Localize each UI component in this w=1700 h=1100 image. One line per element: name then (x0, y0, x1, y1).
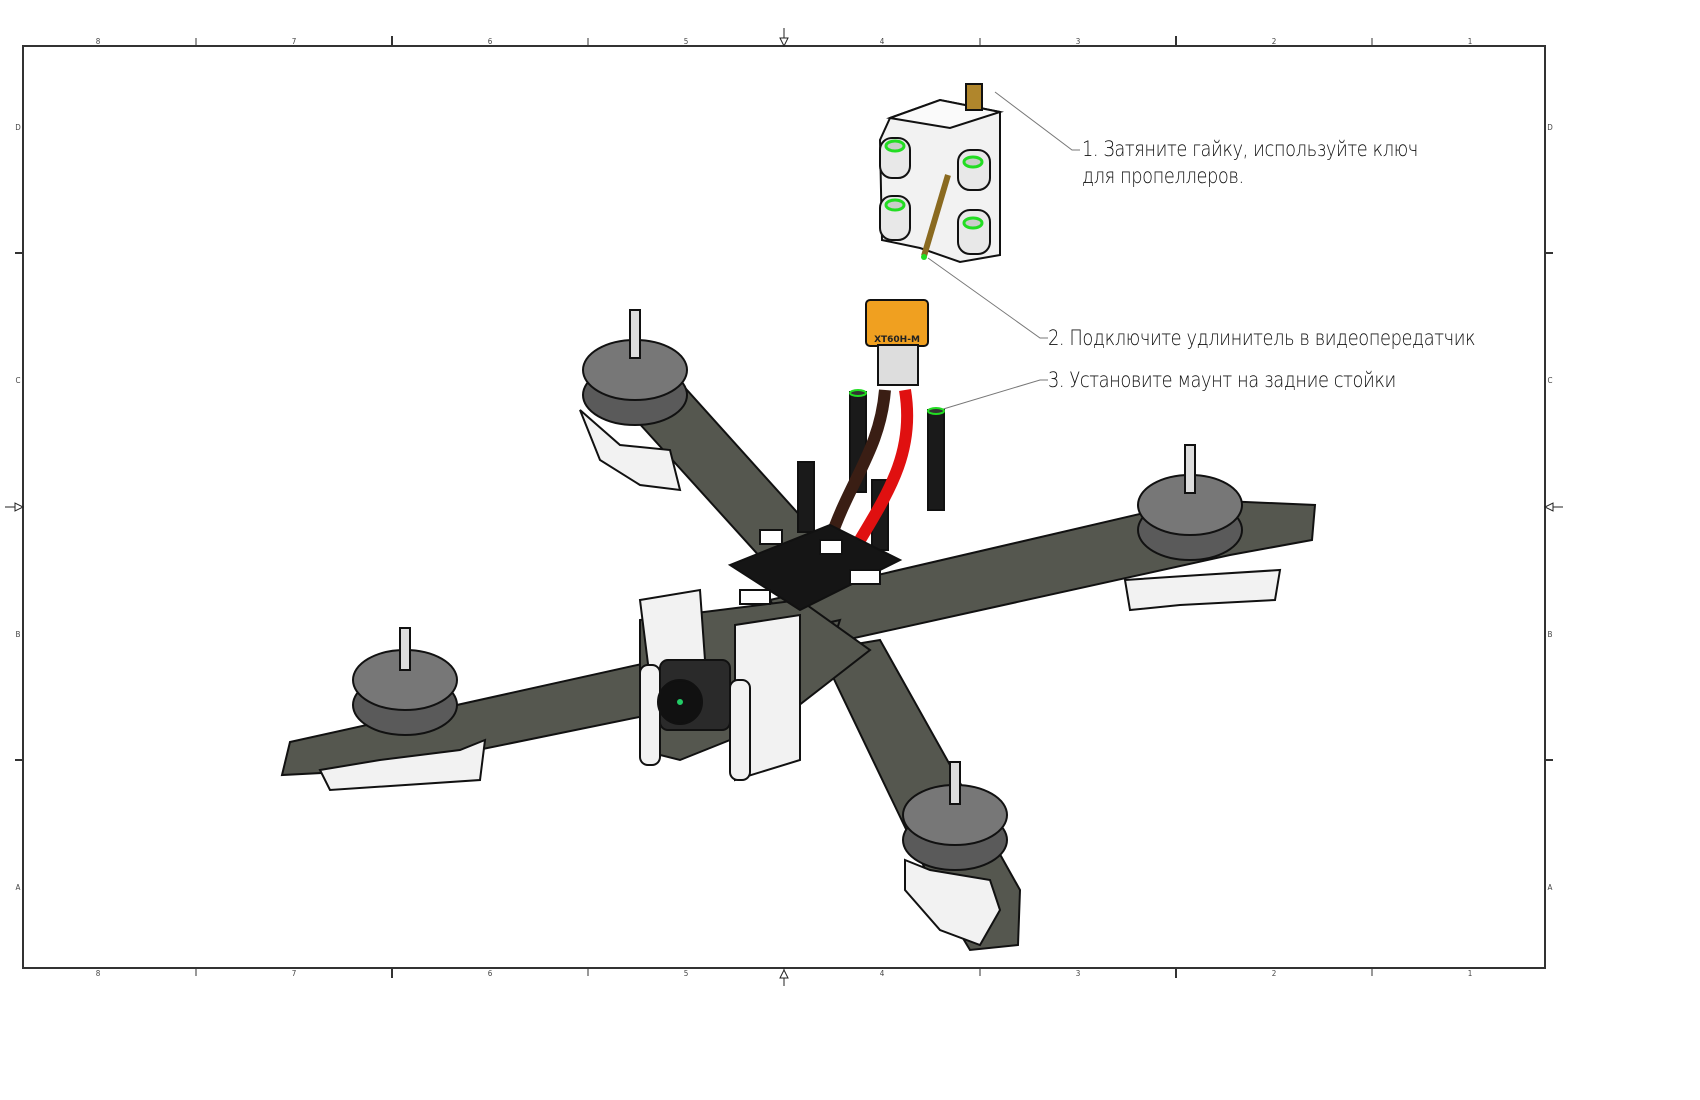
motors (352, 309, 1243, 871)
assembly-note-1: 1. Затяните гайку, используйте ключ для … (1082, 136, 1418, 190)
zone-label: 4 (880, 37, 885, 46)
zone-label: D (15, 123, 21, 132)
border-ticks (15, 36, 1553, 978)
motor-left (352, 627, 458, 736)
zone-label: B (1548, 630, 1553, 639)
motor-top-left (582, 309, 688, 426)
zone-label: 1 (1468, 969, 1473, 978)
zone-label: 7 (292, 37, 297, 46)
zone-label: 7 (292, 969, 297, 978)
camera-mount-detail (878, 83, 1004, 264)
column-zone-labels-bottom: 8 7 6 5 4 3 2 1 (96, 969, 1473, 978)
camera-cage (638, 588, 801, 782)
battery-wires (824, 389, 914, 544)
nut-icon (965, 83, 983, 111)
column-zone-labels-top: 8 7 6 5 4 3 2 1 (96, 37, 1473, 46)
motor-right (1137, 444, 1243, 561)
zone-label: 8 (96, 969, 101, 978)
flight-stack (727, 523, 903, 612)
zone-label: B (16, 630, 21, 639)
zone-label: 1 (1468, 37, 1473, 46)
standoffs (797, 389, 945, 551)
center-arrows (5, 28, 1563, 986)
zone-label: D (1547, 123, 1553, 132)
zone-label: 3 (1076, 37, 1081, 46)
row-zone-labels: D C B A D C B A (15, 123, 1553, 892)
note-1-line-2: для пропеллеров. (1082, 164, 1244, 188)
assembly-note-3: 3. Установите маунт на задние стойки (1048, 367, 1396, 394)
zone-label: 2 (1272, 37, 1277, 46)
zone-label: 5 (684, 969, 689, 978)
zone-label: 2 (1272, 969, 1277, 978)
leader-lines (927, 91, 1080, 411)
zone-label: 4 (880, 969, 885, 978)
zone-label: 6 (488, 37, 493, 46)
motor-bottom-right (902, 761, 1008, 871)
drone-assembly: XT60H-M (280, 299, 1317, 952)
assembly-note-2: 2. Подключите удлинитель в видеопередатч… (1048, 325, 1476, 352)
zone-label: 3 (1076, 969, 1081, 978)
motor-guards (318, 409, 1282, 947)
zone-label: 8 (96, 37, 101, 46)
connector-label: XT60H-M (874, 335, 920, 345)
zone-label: 5 (684, 37, 689, 46)
note-3-line-1: 3. Установите маунт на задние стойки (1048, 368, 1396, 392)
zone-label: C (1547, 376, 1552, 385)
highlight-holes (884, 139, 984, 230)
note-2-line-1: 2. Подключите удлинитель в видеопередатч… (1048, 326, 1476, 350)
zone-label: C (15, 376, 20, 385)
zone-label: A (16, 883, 21, 892)
xt60-connector: XT60H-M (865, 299, 929, 386)
zone-label: 6 (488, 969, 493, 978)
note-1-line-1: 1. Затяните гайку, используйте ключ (1082, 137, 1418, 161)
extension-antenna (921, 174, 951, 257)
zone-label: A (1548, 883, 1553, 892)
